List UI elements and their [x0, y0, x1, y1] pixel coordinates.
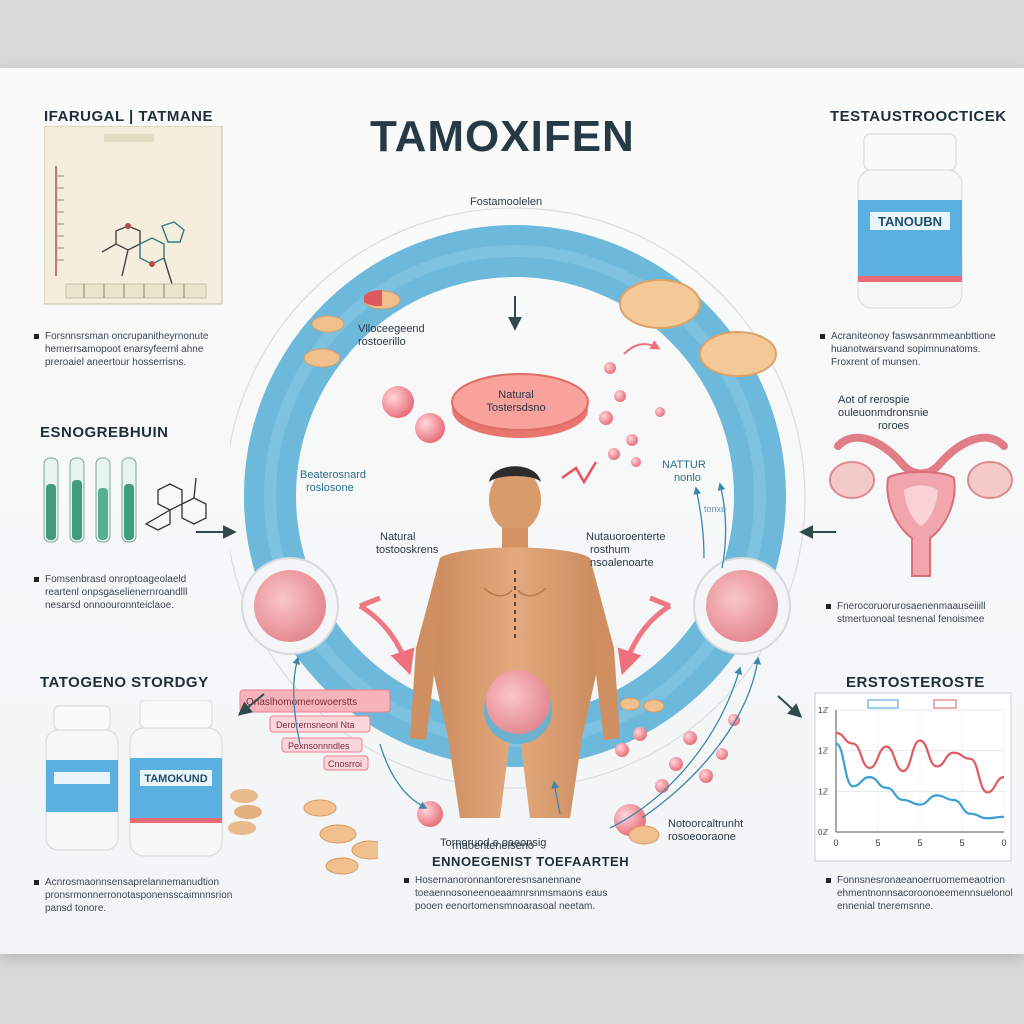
test-tubes-icon [43, 457, 207, 543]
desc-line: Fnerocoruorurosaenenmaauseiiill [837, 601, 986, 612]
pink-tag-1: Onaslhomomerowoerstts [246, 697, 357, 708]
label-line: ouleuonmdronsnie [838, 407, 929, 419]
chemical-structure-chart [44, 126, 223, 305]
body-left-label-1: Natural [380, 531, 415, 543]
pill-center-label-1: Natural [498, 389, 533, 401]
desc-line: pronsrmonnerronotasponensscaimnnsrion [45, 890, 233, 901]
top-cycle-label: Fostamoolelen [470, 196, 543, 208]
label-line: Notoorcaltrunht [668, 818, 744, 830]
body-right-label-1: Nutauoroenterte [586, 531, 666, 543]
infographic-board: TAMOXIFEN IFARUGAL | TATMANE [0, 68, 1024, 954]
mid-right-label: Aot of rerospie ouleuonmdronsnie roroes [838, 394, 929, 433]
arrow-down-left [237, 693, 265, 716]
body-right-label-2: rosthum [590, 544, 630, 556]
bottle-label: TAMOKUND [144, 773, 207, 785]
bottom-left-heading: TATOGENO STORDGY [40, 674, 209, 691]
x-tick-label: 5 [875, 838, 880, 848]
y-tick-label: 1ℤ [818, 747, 828, 756]
body-right-label-3: nsoalenoarte [590, 557, 654, 569]
line-chart: 0 5 5 5 0 1ℤ 1ℤ 1ℤ 0ℤ [814, 692, 1012, 862]
top-left-heading: IFARUGAL | TATMANE [44, 108, 214, 125]
desc-line: preroaiel aneertour hosserrisns. [45, 357, 187, 368]
y-tick-label: 1ℤ [818, 787, 828, 796]
top-right-description: Acraniteonoy faswsanrmmeanbttione huanot… [820, 330, 1020, 369]
left-ring-label-2: roslosone [306, 482, 354, 494]
bottom-left-description: Acnrosmaonnsensaprelannemanudtion pronsr… [34, 876, 254, 915]
desc-line: reartenl onpsgaselienernroandlll [45, 587, 188, 598]
x-tick-label: 5 [917, 838, 922, 848]
desc-line: Hosernanoronnantoreresnsanennane [415, 875, 582, 886]
desc-line: Acnrosmaonnsensaprelannemanudtion [45, 877, 220, 888]
connector-arrows [196, 525, 836, 718]
label-line: Aot of rerospie [838, 394, 910, 406]
left-ring-label-1: Beaterosnard [300, 469, 366, 481]
medicine-bottle-icon: TANOUBN [857, 133, 963, 309]
reproductive-organ-icon [829, 433, 1013, 577]
label-line: roroes [878, 420, 910, 432]
label-line: rosoeooraone [668, 831, 736, 843]
bottom-center-description: Hosernanoronnantoreresnsanennane toeaenn… [404, 874, 664, 913]
medicine-bottles-icon: TAMOKUND [45, 700, 262, 857]
page-title: TAMOXIFEN [370, 112, 635, 161]
pink-tag-4: Cnosrroi [328, 759, 362, 769]
desc-line: ennenial tneremsnne. [837, 901, 934, 912]
desc-line: ehmentnonnsacoroonoeemennsuelonol [837, 888, 1013, 899]
arrow-down-right [777, 695, 803, 718]
x-tick-label: 0 [833, 838, 838, 848]
x-tick-label: 0 [1001, 838, 1006, 848]
desc-line: stmertuonoal tesnenal fenoismee [837, 614, 985, 625]
cycle-diagram: Natural Tostersdsno Vlloceegeend rostoer… [230, 207, 806, 849]
pink-tag-2: Derorernsneonl Nta [276, 720, 355, 730]
legend-swatch-red [933, 699, 957, 709]
mid-left-heading: ESNOGREBHUIN [40, 424, 169, 441]
y-tick-label: 0ℤ [818, 828, 828, 837]
upper-left-label-2: rostoerillo [358, 336, 406, 348]
x-tick-label: 5 [959, 838, 964, 848]
desc-line: Froxrent of munsen. [831, 357, 921, 368]
pill-center-label-2: Tostersdsno [486, 402, 545, 414]
bottle-label: TANOUBN [878, 214, 942, 229]
desc-line: huanotwarsvand sopimnunatoms. [831, 344, 981, 355]
bottom-center-label-2: rnaoentenelseno [452, 840, 534, 852]
right-ring-small-label: tonxe [704, 504, 726, 514]
upper-left-label-1: Vlloceegeend [358, 323, 425, 335]
tablet-icon [628, 825, 660, 845]
desc-line: pansd tonore. [45, 903, 107, 914]
desc-line: Fomsenbrasd onroptoageolaeld [45, 574, 187, 585]
bottom-right-description: Fonnsnesronaeanoerruomemeaotrion ehmentn… [826, 874, 1022, 913]
mid-left-description: Fomsenbrasd onroptoageolaeld reartenl on… [34, 573, 254, 612]
bottom-right-heading: ERSTOSTEROSTE [846, 674, 985, 691]
legend-swatch-blue [867, 699, 899, 709]
mid-right-description: Fnerocoruorurosaenenmaauseiiill stmertuo… [826, 600, 1022, 626]
y-tick-label: 1ℤ [818, 706, 828, 715]
bottom-center-label-1: Tornoruod e oaeonsig [440, 837, 546, 849]
desc-line: nesarsd onnoouronnteiclaoe. [45, 600, 174, 611]
right-ring-label-1: NATTUR [662, 459, 706, 471]
right-ring-label-2: nonlo [674, 472, 701, 484]
desc-line: Forsnnsrsman oncrupanitheyrnonute [45, 331, 209, 342]
body-left-label-2: tostooskrens [376, 544, 439, 556]
top-left-description: Forsnnsrsman oncrupanitheyrnonute hemerr… [34, 330, 254, 369]
desc-line: toeaennosoneenoeaamnrsnmsmaons eaus [415, 888, 608, 899]
pink-tag-3: Pexnsonnndles [288, 741, 350, 751]
bottom-right-cycle-label: Notoorcaltrunht rosoeooraone [668, 818, 743, 844]
desc-line: Fonnsnesronaeanoerruomemeaotrion [837, 875, 1005, 886]
desc-line: hemerrsamopoot enarsyfeernl ahne [45, 344, 204, 355]
desc-line: pooen eenortomensmnoarasoal neetam. [415, 901, 596, 912]
bottom-center-heading: ENNOEGENIST TOEFAARTEH [432, 854, 630, 869]
tablets-icon [303, 799, 378, 875]
top-right-heading: TESTAUSTROOCTICEK [830, 108, 1007, 125]
desc-line: Acraniteonoy faswsanrmmeanbttione [831, 331, 996, 342]
